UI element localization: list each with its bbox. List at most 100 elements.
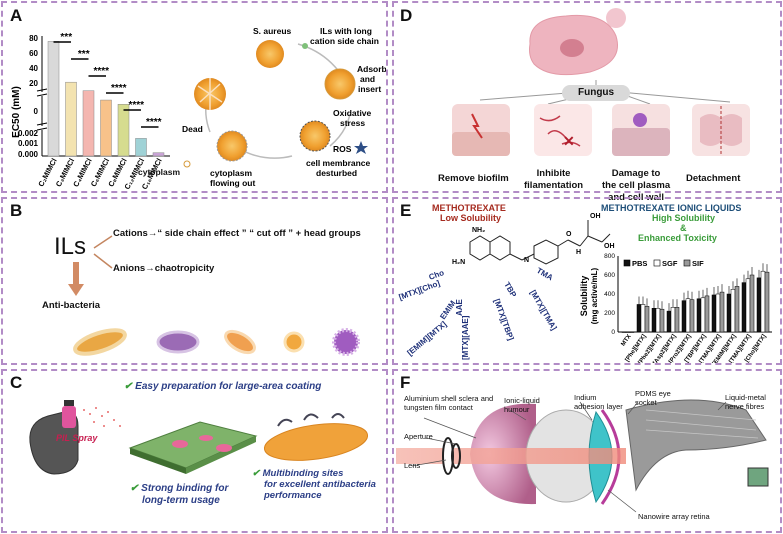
- solubility-bar: [764, 271, 770, 333]
- filament-x-icon: ✕: [563, 133, 575, 149]
- nerve-connector-icon: [747, 467, 769, 487]
- biofilm-crack-icon: [471, 113, 483, 139]
- mtx-ion-pairs: Cho [MTX][Cho] EMIM [EMIM][MTX] AAE [MTX…: [398, 266, 559, 360]
- panel-f-label: F: [400, 373, 411, 392]
- s-aureus-label: S. aureus: [253, 26, 292, 36]
- oxidative-label-line2: stress: [340, 118, 365, 128]
- atom-oh1: OH: [590, 213, 601, 220]
- ils-label-line2: cation side chain: [310, 36, 379, 46]
- panel-a: [1, 1, 388, 193]
- nerve-line2: nerve fibres: [725, 402, 765, 411]
- solubility-legend-label: PBS: [632, 259, 647, 268]
- ec50-ytick-0001: 0.001: [18, 139, 39, 148]
- flowing-label-line2: flowing out: [210, 178, 255, 188]
- panel-d-label: D: [400, 6, 413, 25]
- solubility-ytick-label: 0: [611, 329, 615, 336]
- ion-tma: TMA: [535, 266, 555, 283]
- aluminium-line1: Aluminium shell sclera and: [404, 394, 494, 403]
- bacterium-purple-icon: [156, 330, 200, 354]
- fungus-mechanism-tiles: ✕: [452, 104, 750, 156]
- inhibite-line1: Inhibite: [536, 168, 571, 179]
- virus-icon: [332, 328, 360, 356]
- ec50-ytick-40: 40: [29, 64, 38, 73]
- check2-text-line1: Strong binding for: [141, 483, 229, 494]
- solubility-bar: [625, 331, 631, 333]
- ec50-bar: [152, 152, 165, 157]
- nerve-line1: Liquid-metal: [725, 393, 766, 402]
- solubility-bar: [685, 298, 691, 333]
- humour-line2: humour: [504, 405, 530, 414]
- mtx-subtitle: Low Solubility: [440, 213, 501, 223]
- solubility-legend-swatch: [623, 259, 631, 267]
- solubility-xtick-label: MTX: [620, 334, 632, 348]
- ros-star-icon: [354, 141, 368, 154]
- solubility-bar: [655, 308, 661, 333]
- solubility-bar: [760, 270, 766, 333]
- ion-tbp: TBP: [502, 281, 518, 300]
- adsorb-label-line3: insert: [358, 84, 381, 94]
- cytoplasm-label-outer: cytoplasm: [138, 167, 181, 177]
- check-icon: ✔: [252, 468, 263, 479]
- bacterium-orange-icon: [224, 329, 256, 355]
- significance-label: ****: [146, 117, 162, 128]
- ec50-bar: [47, 41, 60, 157]
- fungus-label: Fungus: [578, 87, 615, 98]
- aluminium-line2: tungsten film contact: [404, 403, 473, 412]
- nerve-fibres: [625, 399, 767, 492]
- solubility-legend-label: SIF: [692, 259, 704, 268]
- solubility-bar: [644, 306, 650, 333]
- solubility-bar: [715, 293, 721, 333]
- solubility-legend-swatch: [683, 259, 691, 267]
- check-icon: ✔: [130, 483, 142, 494]
- solubility-bar: [730, 289, 736, 333]
- solubility-legend-label: SGF: [662, 259, 678, 268]
- indium-line1: Indium: [574, 393, 597, 402]
- cations-text: Cations→“ side chain effect ” “ cut off …: [113, 228, 361, 239]
- bacterium-rod-icon: [73, 328, 127, 356]
- membrane-label-line2: desturbed: [316, 168, 357, 178]
- solubility-ytick-label: 800: [604, 253, 615, 260]
- ec50-bar: [82, 90, 95, 157]
- solubility-bar: [719, 291, 725, 333]
- panel-c-label: C: [10, 373, 23, 392]
- check3-text-line2: for excellent antibacteria: [264, 479, 376, 490]
- antibacterial-cycle-diagram: S. aureus ILs with long cation side chai…: [182, 26, 386, 188]
- solubility-bar: [704, 295, 710, 333]
- humour-line1: Ionic-liquid: [504, 396, 540, 405]
- salt-aae: [MTX][AAE]: [461, 315, 470, 360]
- check3-text-line3: performance: [264, 490, 322, 501]
- atom-h2n: H₂N: [452, 259, 465, 266]
- cell-dead: [194, 78, 226, 110]
- atom-nh2-top: NH₂: [472, 227, 485, 234]
- significance-label: ****: [93, 66, 109, 77]
- ec50-bar: [135, 138, 147, 157]
- cell-flowing: [216, 130, 248, 162]
- solubility-bar: [651, 308, 657, 333]
- solubility-bar: [636, 304, 642, 333]
- detachment-cell-icon: [700, 114, 742, 146]
- inhibite-line2: filamentation: [524, 180, 584, 191]
- solubility-bar: [700, 297, 706, 333]
- damage-line1: Damage to: [611, 168, 661, 179]
- pil-spray-label: PIL Spray: [56, 433, 98, 443]
- solubility-bar: [756, 277, 762, 333]
- panel-c: [1, 369, 388, 533]
- solubility-bar: [689, 299, 695, 333]
- significance-label: ****: [111, 83, 127, 94]
- aperture-icon: [451, 443, 461, 469]
- il-title: METHOTREXATE IONIC LIQUIDS: [601, 203, 742, 213]
- lens-label: Lens: [404, 461, 421, 470]
- cell-adsorb: [324, 68, 356, 100]
- panel-e: [392, 197, 782, 365]
- solubility-ytick-label: 400: [604, 291, 615, 298]
- pdms-line2: socket: [635, 398, 657, 407]
- ec50-ytick-0000: 0.000: [18, 150, 39, 159]
- check-easy-prep: ✔ Easy preparation for large-area coatin…: [124, 381, 321, 392]
- ec50-ytick-60: 60: [29, 49, 38, 58]
- atom-nh-amide: H: [576, 249, 581, 256]
- mtx-structure: NH₂ H₂N N O H OH OH: [452, 213, 615, 266]
